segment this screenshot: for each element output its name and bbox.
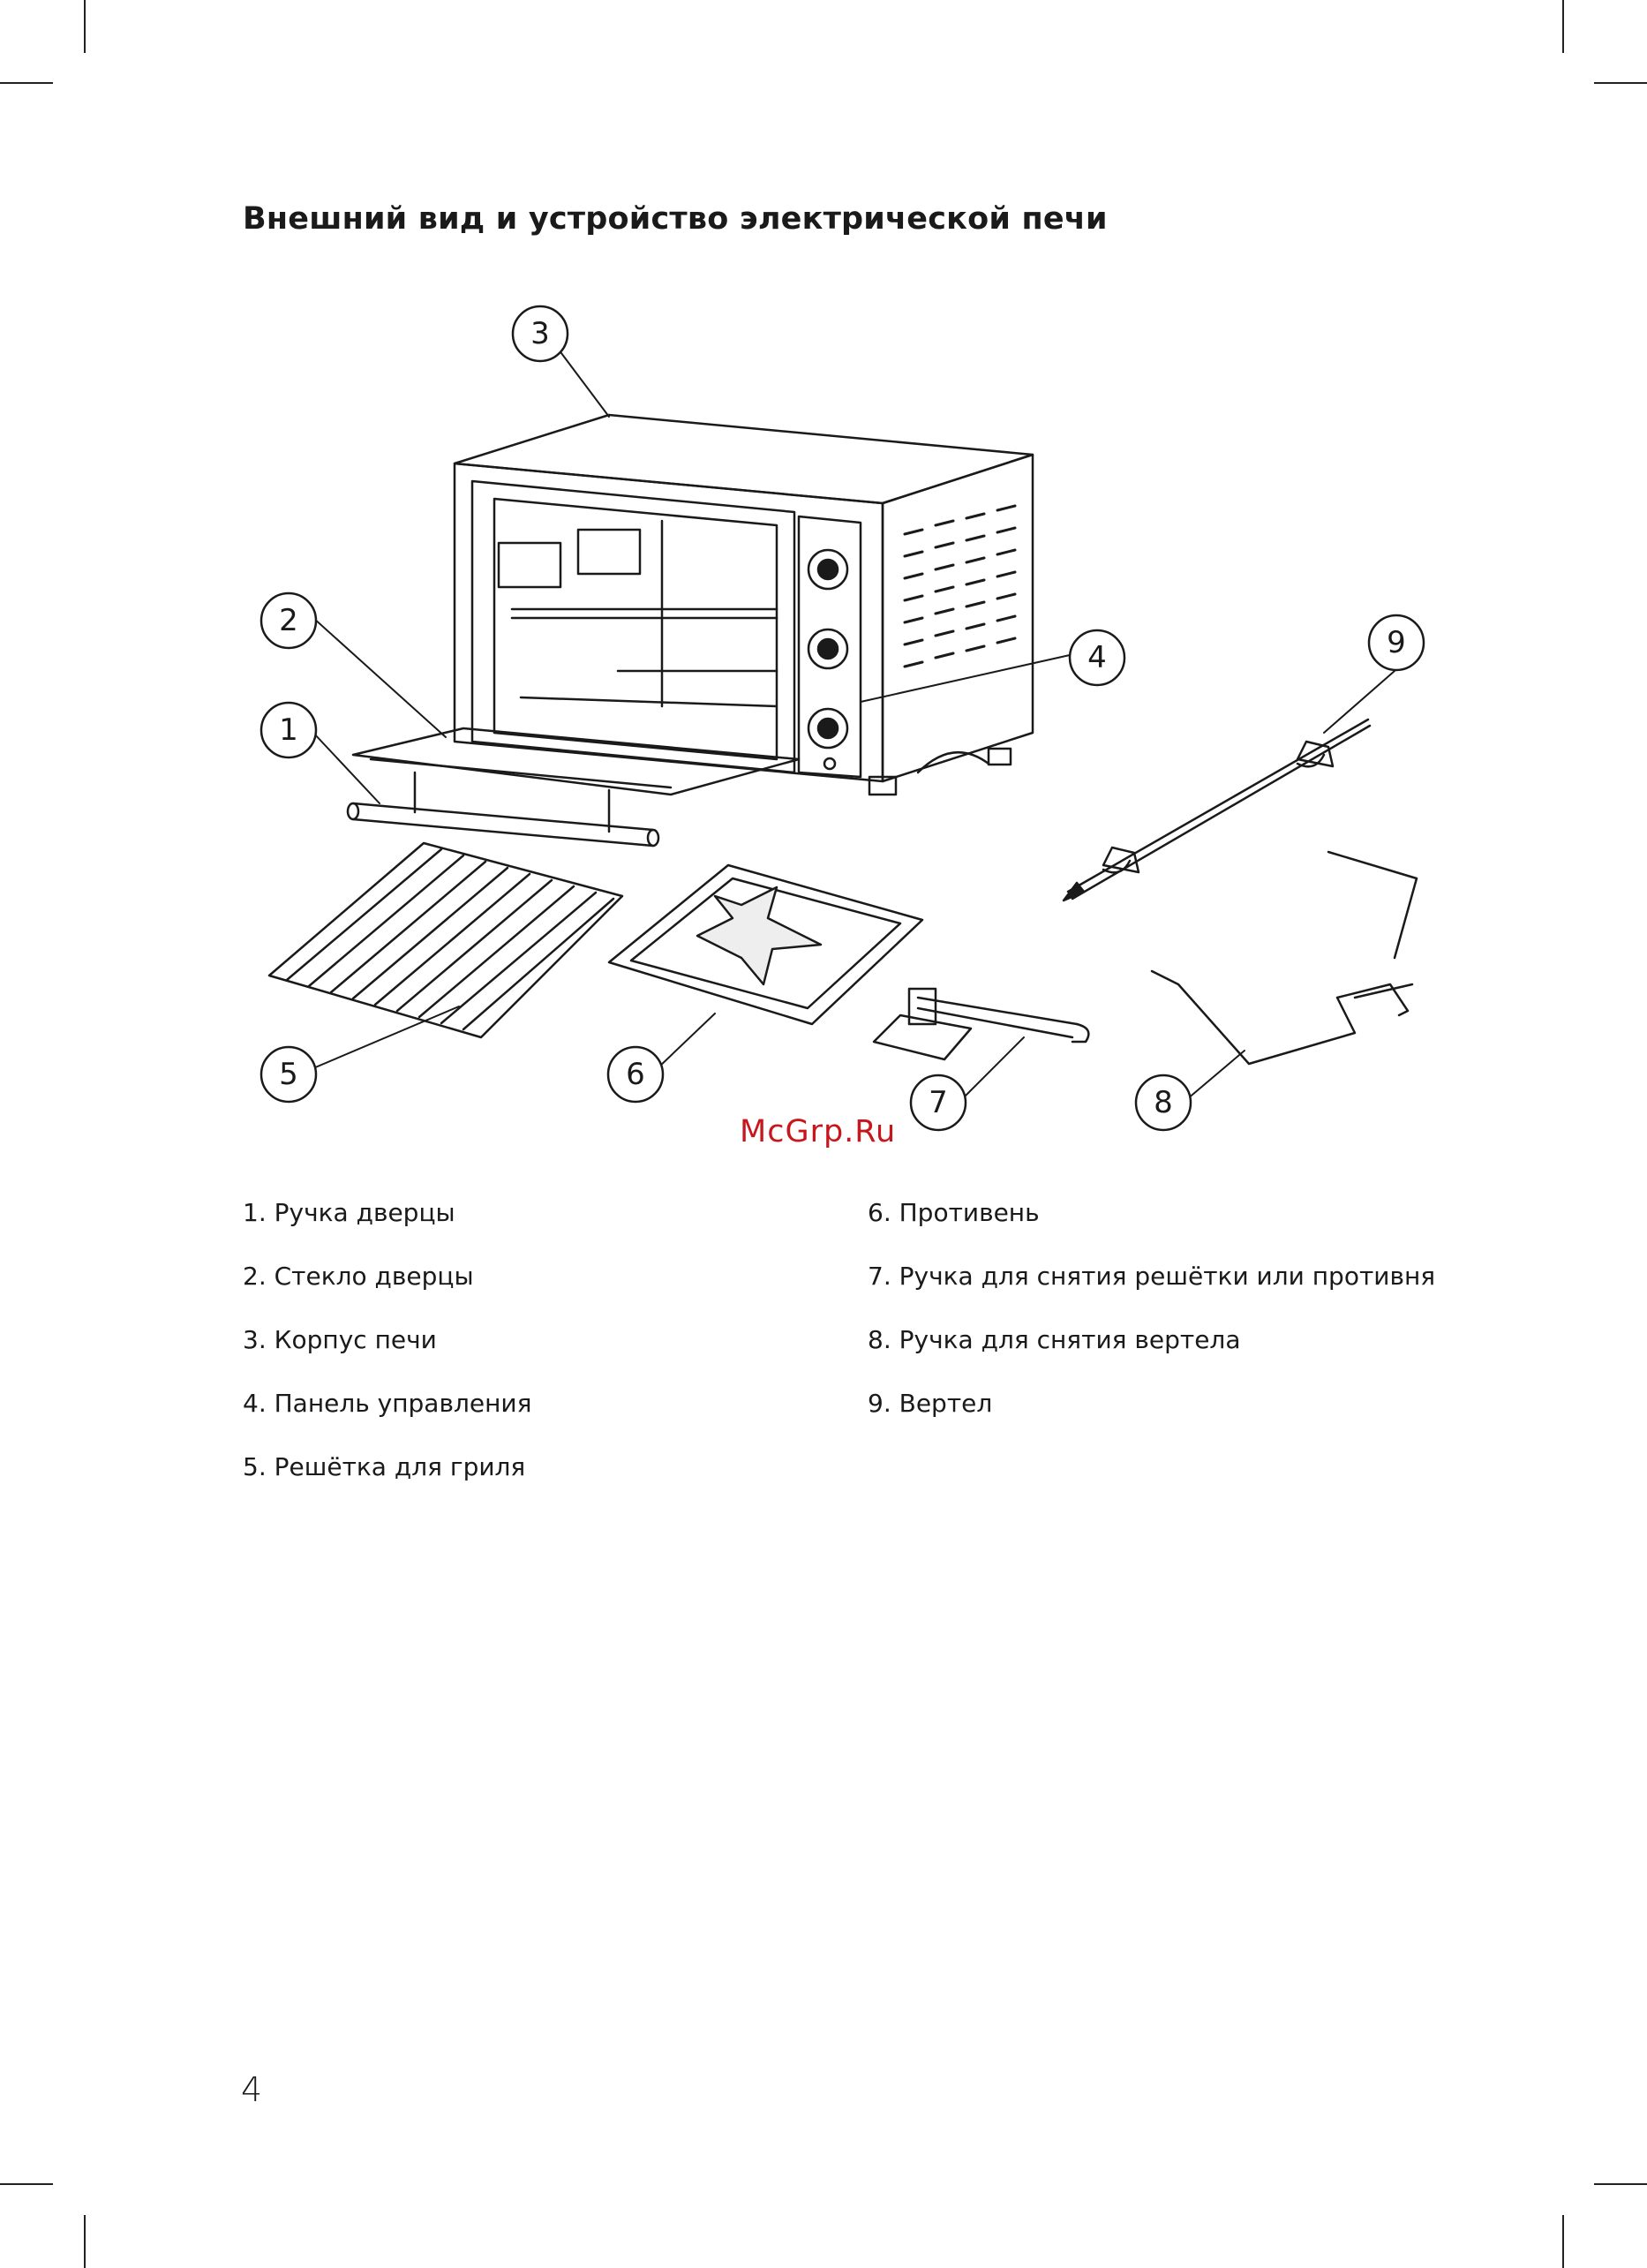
callout-label: 6 [626, 1057, 645, 1092]
crop-mark [1594, 2183, 1647, 2185]
legend-item: 1. Ручка дверцы [243, 1192, 531, 1255]
tray-handle-drawing [874, 989, 1088, 1059]
callout-label: 9 [1387, 625, 1406, 660]
callout-label: 2 [279, 603, 298, 638]
rotisserie-spit-drawing [1064, 720, 1370, 900]
grill-rack-drawing [269, 843, 622, 1037]
callout-label: 1 [279, 712, 298, 748]
legend-item: 7. Ручка для снятия решётки или противня [868, 1255, 1435, 1319]
legend-item: 5. Решётка для гриля [243, 1446, 531, 1510]
oven-door-drawing [353, 728, 799, 795]
legend-item: 8. Ручка для снятия вертела [868, 1319, 1435, 1383]
spit-handle-drawing [1152, 852, 1417, 1064]
legend-item: 3. Корпус печи [243, 1319, 531, 1383]
callout-label: 4 [1087, 640, 1107, 675]
crop-mark [84, 2215, 86, 2268]
callout-label: 8 [1154, 1085, 1173, 1120]
page-title: Внешний вид и устройство электрической п… [243, 201, 1108, 237]
callout-label: 5 [279, 1057, 298, 1092]
watermark: McGrp.Ru [740, 1114, 896, 1149]
legend-item: 9. Вертел [868, 1383, 1435, 1446]
crop-mark [1594, 82, 1647, 84]
legend-item: 4. Панель управления [243, 1383, 531, 1446]
oven-diagram: 3 2 1 4 9 5 6 7 8 [0, 291, 1647, 1157]
page-number: 4 [241, 2070, 262, 2109]
crop-mark [0, 82, 53, 84]
crop-mark [1562, 2215, 1564, 2268]
legend-left: 1. Ручка дверцы 2. Стекло дверцы 3. Корп… [243, 1192, 531, 1510]
legend-item: 6. Противень [868, 1192, 1435, 1255]
crop-mark [84, 0, 86, 53]
oven-body-drawing [455, 415, 1033, 795]
legend-right: 6. Противень 7. Ручка для снятия решётки… [868, 1192, 1435, 1446]
door-handle-drawing [348, 772, 658, 846]
baking-tray-drawing [609, 865, 922, 1024]
legend-item: 2. Стекло дверцы [243, 1255, 531, 1319]
crop-mark [0, 2183, 53, 2185]
callout-label: 3 [530, 316, 550, 351]
callout-label: 7 [929, 1085, 948, 1120]
crop-mark [1562, 0, 1564, 53]
